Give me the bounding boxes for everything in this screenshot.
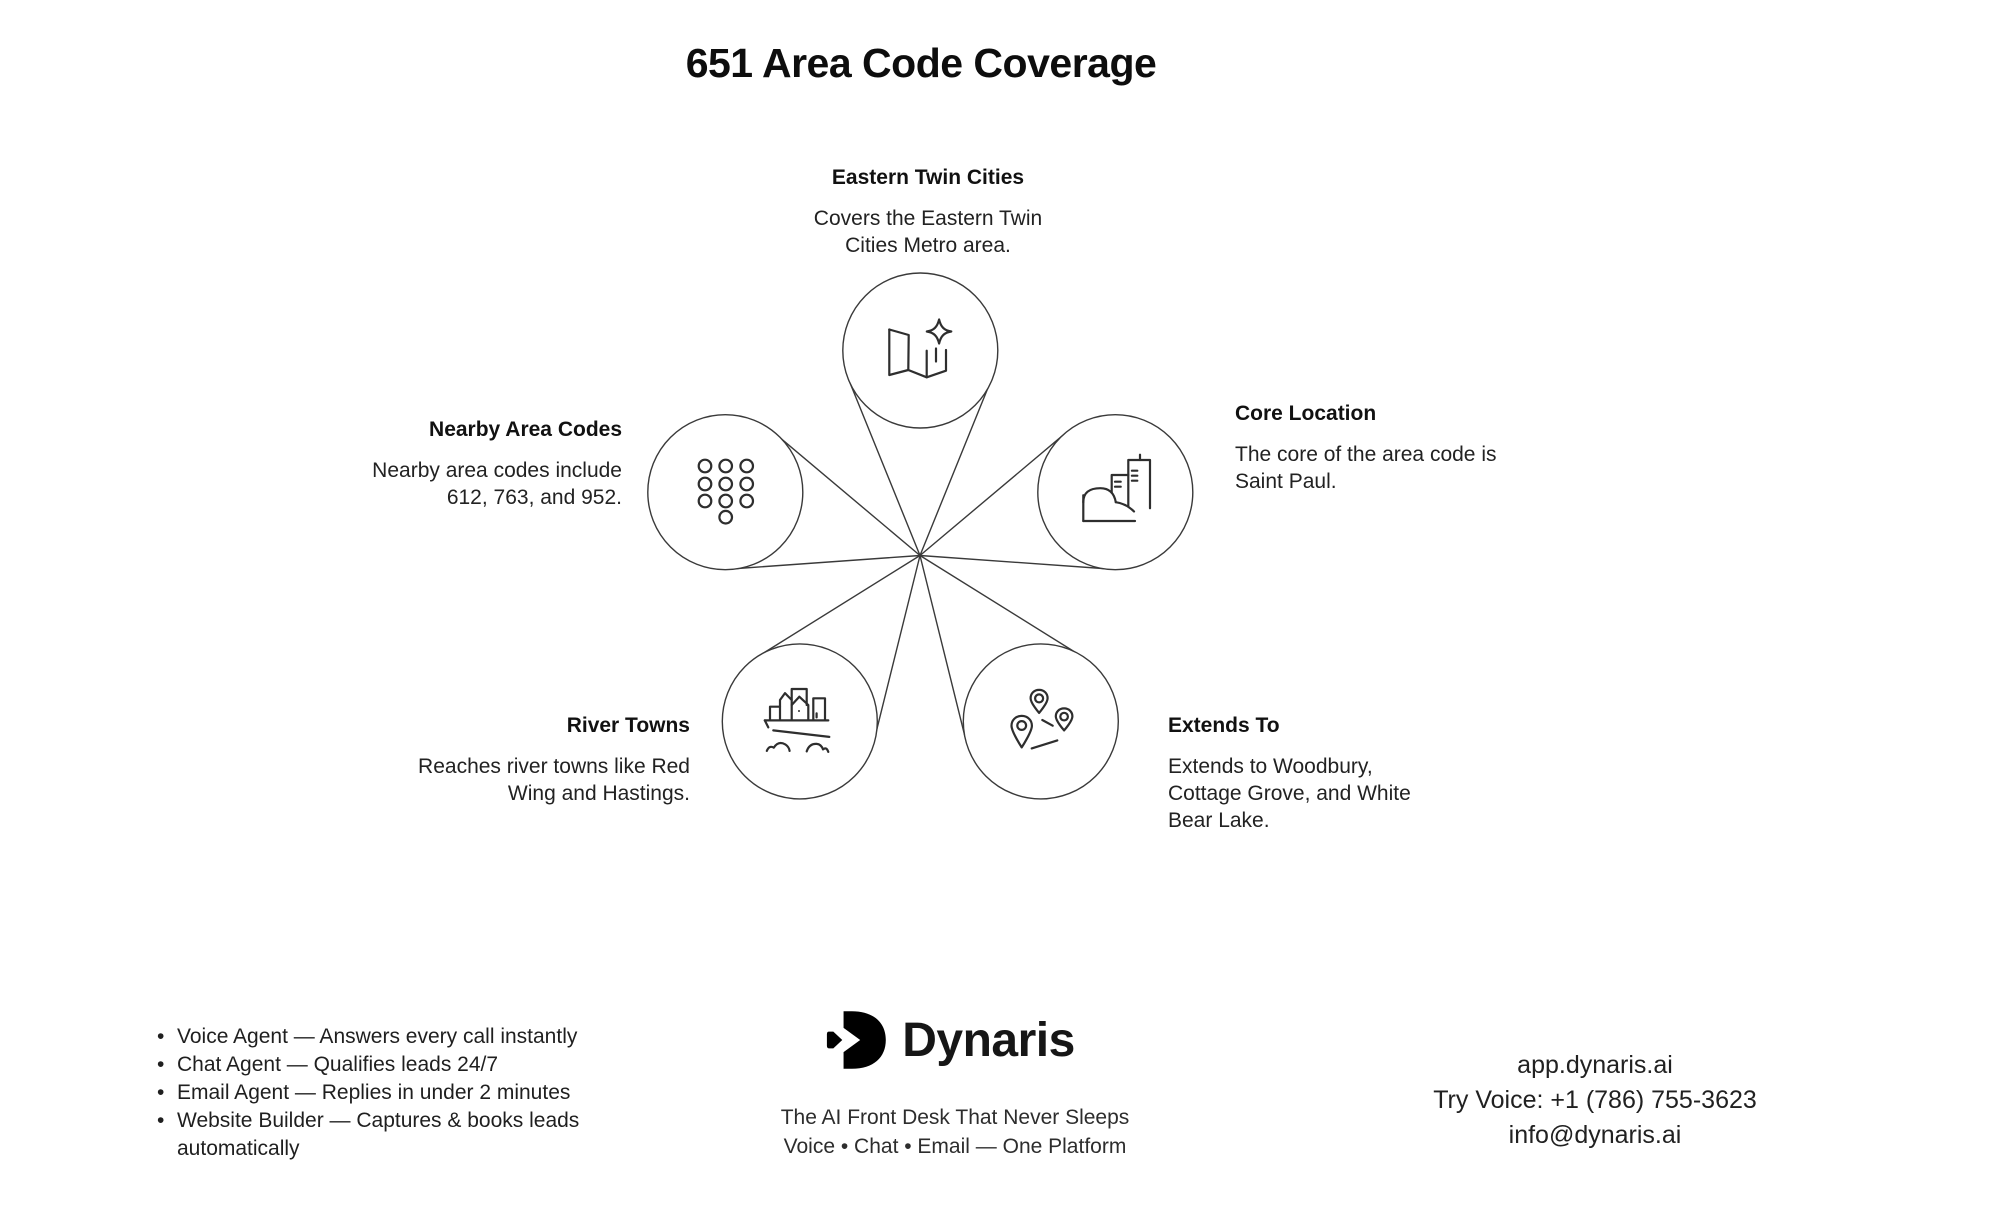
dynaris-logo-icon [827,1011,887,1069]
feature-item-email-agent: Email Agent — Replies in under 2 minutes [155,1079,600,1107]
contact-block: app.dynaris.ai Try Voice: +1 (786) 755-3… [1420,1048,1770,1153]
connector-lines [729,378,1111,741]
contact-email: info@dynaris.ai [1508,1121,1682,1149]
contact-phone: Try Voice: +1 (786) 755-3623 [1433,1086,1757,1114]
feature-item-website-builder: Website Builder — Captures & books leads… [155,1107,600,1163]
node-circle-bottom-right [962,643,1120,800]
node-body: Reaches river towns like Red Wing and Ha… [418,755,690,805]
node-body: Covers the Eastern Twin Cities Metro are… [813,207,1043,257]
map-icon [888,318,953,379]
feature-item-chat-agent: Chat Agent — Qualifies leads 24/7 [155,1051,600,1079]
node-circle-left [647,414,804,571]
tagline-line-1: The AI Front Desk That Never Sleeps [780,1106,1130,1129]
node-heading: Core Location [1235,402,1377,425]
feature-list: Voice Agent — Answers every call instant… [155,1023,600,1163]
brand-block: Dynaris [740,1004,1160,1076]
contact-website: app.dynaris.ai [1517,1051,1673,1079]
node-text-core-location: Core Location The core of the area code … [1235,400,1575,495]
node-heading: Nearby Area Codes [429,418,622,441]
buildings-icon [1082,453,1152,523]
brand-taglines: The AI Front Desk That Never Sleeps Voic… [735,1103,1175,1161]
page-title: 651 Area Code Coverage [685,40,1157,86]
river-town-icon [763,687,831,754]
node-heading: Extends To [1168,714,1280,737]
node-text-nearby-area-codes: Nearby Area Codes Nearby area codes incl… [292,416,622,511]
node-body: Nearby area codes include 612, 763, and … [372,459,622,509]
dialpad-icon [697,458,755,525]
node-circle-top [842,272,999,429]
node-heading: Eastern Twin Cities [831,166,1025,189]
tagline-line-2: Voice • Chat • Email — One Platform [783,1135,1127,1158]
node-text-eastern-twin-cities: Eastern Twin Cities Covers the Eastern T… [728,164,1128,259]
node-text-river-towns: River Towns Reaches river towns like Red… [340,712,690,807]
node-circle-right [1037,414,1194,571]
node-heading: River Towns [566,714,690,737]
map-pins-icon [1010,688,1074,750]
feature-item-voice-agent: Voice Agent — Answers every call instant… [155,1023,600,1051]
node-text-extends-to: Extends To Extends to Woodbury, Cottage … [1168,712,1508,834]
node-body: Extends to Woodbury, Cottage Grove, and … [1168,755,1411,832]
node-body: The core of the area code is Saint Paul. [1235,443,1497,493]
brand-name: Dynaris [902,1013,1075,1067]
